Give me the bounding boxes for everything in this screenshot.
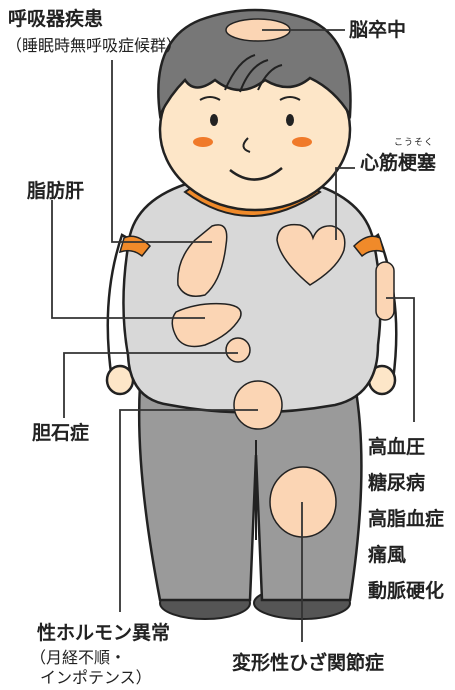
- arm-spot: [375, 261, 395, 321]
- left-eyebrow: [199, 96, 221, 101]
- label-hyperlipidemia: 高脂血症: [368, 508, 445, 530]
- heart-spot: [276, 223, 346, 286]
- label-hypertension: 高血圧: [368, 436, 426, 458]
- nose: [242, 137, 251, 153]
- right-eyebrow: [279, 96, 301, 101]
- mouth: [229, 167, 283, 181]
- left-cheek: [193, 137, 213, 147]
- pants: [137, 383, 363, 602]
- label-diabetes: 糖尿病: [368, 472, 426, 494]
- leader-lines: [51, 29, 415, 642]
- label-gallstone: 胆石症: [32, 422, 90, 444]
- right-eye: [286, 114, 294, 126]
- label-stroke: 脳卒中: [349, 19, 407, 41]
- leader-mi: [335, 167, 355, 240]
- label-mi-ruby: こうそく: [394, 138, 435, 148]
- right-sleeve-cuff: [352, 235, 386, 258]
- label-hormone-sub2: インポテンス）: [40, 668, 152, 687]
- hair: [157, 8, 352, 120]
- leader-respiratory: [111, 60, 212, 243]
- hair-strands: [224, 54, 283, 93]
- lung-spot: [177, 224, 228, 297]
- label-respiratory-sub: （睡眠時無呼吸症候群）: [6, 36, 183, 55]
- leader-fatty-liver: [51, 200, 205, 319]
- leader-arm-diseases: [386, 297, 415, 422]
- label-arteriosclerosis: 動脈硬化: [368, 580, 445, 602]
- label-fatty-liver: 脂肪肝: [27, 180, 85, 202]
- label-hormone-sub1: （月経不順・: [30, 648, 127, 667]
- gallbladder-spot: [225, 337, 251, 363]
- liver-spot: [171, 302, 242, 348]
- label-respiratory: 呼吸器疾患: [8, 8, 104, 30]
- label-hormone: 性ホルモン異常: [37, 622, 171, 644]
- left-eye: [210, 114, 218, 126]
- right-cheek: [292, 137, 312, 147]
- label-knee: 変形性ひざ関節症: [232, 652, 385, 674]
- knee-spot: [269, 466, 337, 538]
- leader-hormone: [119, 409, 258, 612]
- pelvis-spot: [233, 380, 283, 430]
- label-mi: 心筋梗塞: [360, 152, 437, 174]
- label-gout: 痛風: [368, 544, 407, 566]
- leader-gallstone: [63, 352, 238, 418]
